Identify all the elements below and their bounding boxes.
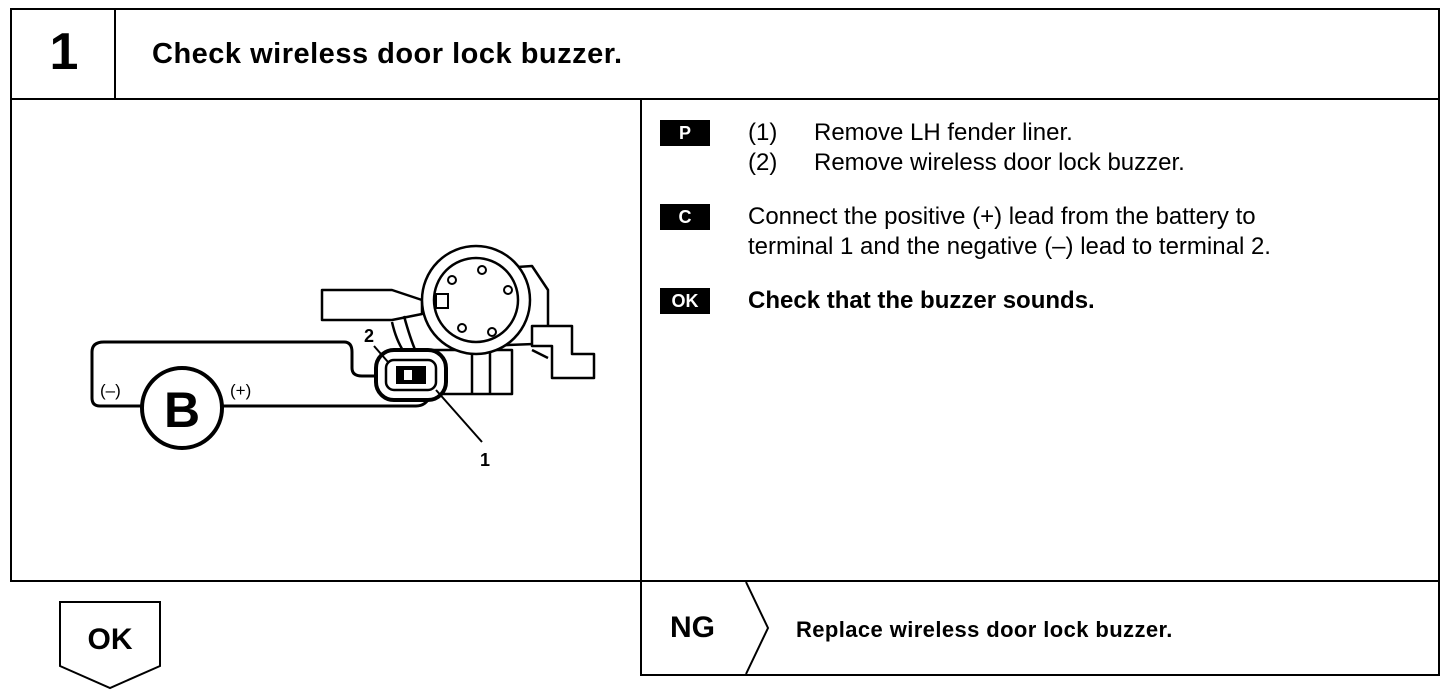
- terminal-2-leader: [373, 345, 389, 363]
- step-number: 1: [49, 23, 79, 81]
- terminal-1-label: 1: [480, 450, 490, 470]
- battery-icon: [140, 366, 224, 450]
- prepare-item-number: (2): [748, 149, 778, 176]
- prepare-item: (1) Remove LH fender liner.: [748, 118, 1430, 148]
- prepare-item-text: Remove LH fender liner.: [814, 119, 1073, 146]
- buzzer-body-icon: [320, 244, 596, 396]
- prepare-item-text: Remove wireless door lock buzzer.: [814, 149, 1185, 176]
- instructions: P (1) Remove LH fender liner. (2) Remove…: [660, 118, 1430, 316]
- ok-result-label: OK: [87, 623, 133, 656]
- step-header: 1 Check wireless door lock buzzer.: [10, 8, 1440, 100]
- negative-lead-label: (–): [100, 381, 121, 400]
- connect-step: C Connect the positive (+) lead from the…: [660, 202, 1430, 262]
- connect-text-line-1: Connect the positive (+) lead from the b…: [748, 203, 1256, 230]
- prepare-item: (2) Remove wireless door lock buzzer.: [748, 148, 1430, 178]
- check-step: OK Check that the buzzer sounds.: [660, 286, 1430, 316]
- prepare-item-number: (1): [748, 119, 778, 146]
- connect-badge: C: [660, 204, 710, 230]
- step-number-box: 1: [12, 10, 116, 98]
- terminal-2-label: 2: [364, 326, 374, 346]
- connect-text-line-2: terminal 1 and the negative (–) lead to …: [748, 233, 1271, 260]
- connector-icon: [374, 348, 448, 402]
- prepare-badge: P: [660, 120, 710, 146]
- buzzer-wiring-figure: B (–) (+): [12, 100, 642, 580]
- step-content: B (–) (+): [10, 98, 1440, 582]
- buzzer-screw-holes: [435, 265, 513, 337]
- check-badge: OK: [660, 288, 710, 314]
- buzzer-diagram: B (–) (+): [90, 244, 596, 470]
- ng-result-box: NG Replace wireless door lock buzzer.: [640, 580, 1440, 676]
- ng-action-text: Replace wireless door lock buzzer.: [796, 617, 1173, 642]
- ok-result-tag: [59, 601, 161, 690]
- battery-label: B: [164, 382, 200, 438]
- negative-lead: [90, 340, 382, 408]
- ng-result-label: NG: [670, 611, 715, 644]
- chevron-right-icon: [745, 582, 770, 674]
- page-title: Check wireless door lock buzzer.: [152, 38, 623, 70]
- terminal-1-leader: [435, 389, 483, 443]
- check-text: Check that the buzzer sounds.: [748, 287, 1095, 314]
- positive-lead-label: (+): [230, 381, 251, 400]
- prepare-step: P (1) Remove LH fender liner. (2) Remove…: [660, 118, 1430, 178]
